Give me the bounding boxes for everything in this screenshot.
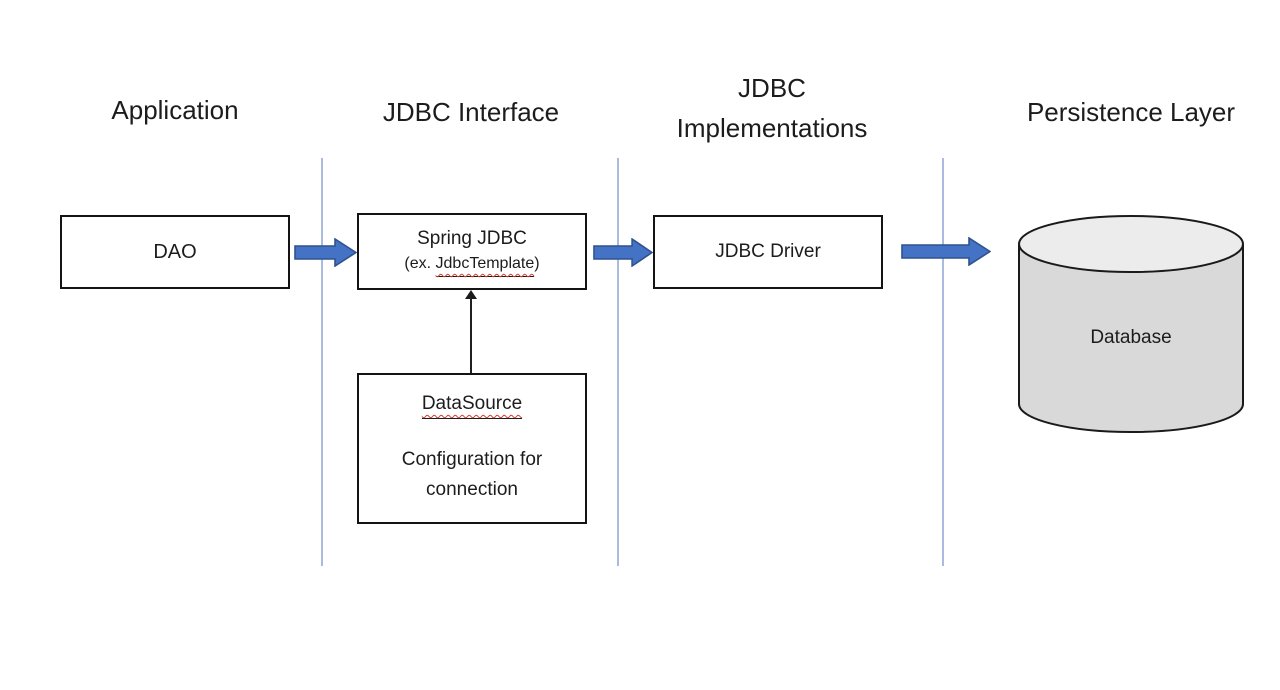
cylinder-top [1018,215,1244,273]
node-datasource: DataSource Configuration for connection [357,373,587,524]
datasource-term: DataSource [421,391,523,419]
node-jdbc-driver: JDBC Driver [653,215,883,289]
node-dao-label: DAO [153,240,197,263]
connector-line [470,297,472,373]
column-divider [942,158,944,566]
database-cylinder-icon [1018,215,1244,433]
arrow-up-icon [465,290,477,299]
column-divider [321,158,323,566]
flow-arrow-icon [901,237,991,266]
database-label: Database [1090,327,1172,348]
column-header-application: Application [111,95,239,125]
node-spring-jdbc: Spring JDBC (ex. JdbcTemplate) [357,213,587,290]
column-header-persistence-layer: Persistence Layer [1026,97,1236,127]
subtitle-suffix: ) [534,255,540,272]
column-divider [617,158,619,566]
node-jdbc-driver-label: JDBC Driver [715,241,821,262]
node-datasource-title: DataSource [421,391,523,419]
node-datasource-body: Configuration for connection [401,449,543,500]
flow-arrow-shape [901,237,991,266]
subtitle-term-jdbctemplate: JdbcTemplate [435,253,535,277]
flow-arrow-icon [294,238,357,267]
column-header-jdbc-implementations: JDBC Implementations [676,73,868,143]
column-header-jdbc-interface: JDBC Interface [382,97,560,127]
node-dao: DAO [60,215,290,289]
flow-arrow-shape [294,238,357,267]
node-spring-jdbc-subtitle: (ex. JdbcTemplate) [404,253,540,277]
subtitle-prefix: (ex. [404,255,436,272]
flow-arrow-icon [593,238,653,267]
node-spring-jdbc-title: Spring JDBC [417,228,527,249]
flow-arrow-shape [593,238,653,267]
cylinder-body [1018,244,1244,433]
